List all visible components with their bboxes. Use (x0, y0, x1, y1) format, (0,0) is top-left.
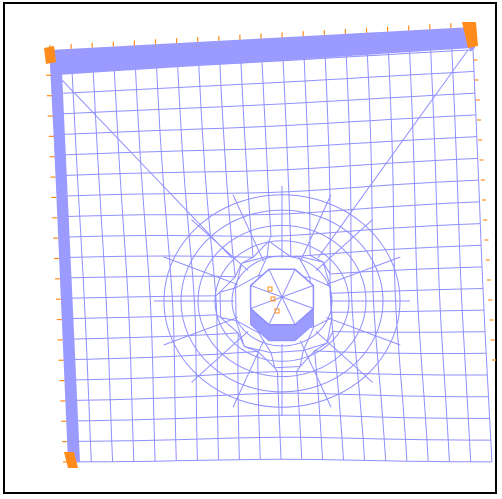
mesh-line-horizontal (58, 201, 480, 218)
mesh-grid (49, 27, 493, 463)
boss-node-marker (270, 296, 276, 302)
mesh-line-horizontal (51, 70, 475, 95)
mesh-line-horizontal (66, 370, 488, 381)
mesh-line-horizontal (64, 330, 486, 354)
corner-marker-bottom-left (64, 452, 78, 468)
mesh-spoke (163, 256, 238, 286)
mesh-line-vertical (258, 40, 282, 460)
mesh-spoke (163, 316, 238, 346)
mesh-spoke (232, 340, 265, 408)
mesh-spoke (299, 340, 332, 408)
octagonal-boss[interactable] (249, 268, 315, 342)
boss-inner-edge (281, 296, 296, 325)
mesh-spoke (299, 194, 332, 262)
mesh-diagonal (61, 79, 233, 259)
mesh-spoke (315, 219, 373, 271)
boss-inner-edge (281, 285, 314, 298)
mesh-spoke (232, 194, 265, 262)
corner-marker-top-right (462, 22, 478, 48)
mesh-line-vertical (218, 43, 240, 460)
mesh-line-horizontal (55, 136, 477, 156)
mesh-line-horizontal (61, 255, 483, 279)
mesh-spoke (326, 256, 401, 286)
mesh-line-horizontal (63, 309, 485, 334)
mesh-line-horizontal (70, 458, 492, 463)
mesh-line-horizontal (68, 414, 490, 422)
boss-inner-edge (281, 296, 314, 309)
mesh-line-horizontal (67, 392, 489, 401)
mesh-spoke (191, 331, 249, 383)
boss-node-marker (274, 308, 280, 314)
left-edge-band (50, 50, 80, 462)
mesh-line-horizontal (69, 436, 491, 442)
mesh-line-vertical (235, 41, 261, 460)
boss-inner-edge (281, 269, 296, 298)
mesh-line-horizontal (59, 223, 481, 238)
mesh-spoke (315, 331, 373, 383)
mesh-line-horizontal (65, 350, 487, 369)
mesh-line-horizontal (57, 179, 479, 197)
mesh-spoke (326, 316, 401, 346)
boss-inner-edge (250, 296, 283, 309)
mesh-line-horizontal (62, 274, 484, 299)
boss-node-marker (267, 286, 273, 292)
boss-inner-edge (250, 285, 283, 298)
mesh-diagonal (317, 49, 469, 259)
mesh-line-horizontal (60, 240, 482, 259)
mesh-line-horizontal (56, 157, 478, 177)
corner-marker-top-left (44, 46, 56, 64)
boss-inner-edge (268, 269, 283, 298)
mesh-line-horizontal (54, 114, 476, 136)
mesh-line-horizontal (52, 92, 475, 115)
boundary-markers (44, 22, 496, 468)
top-edge-band (50, 27, 472, 75)
